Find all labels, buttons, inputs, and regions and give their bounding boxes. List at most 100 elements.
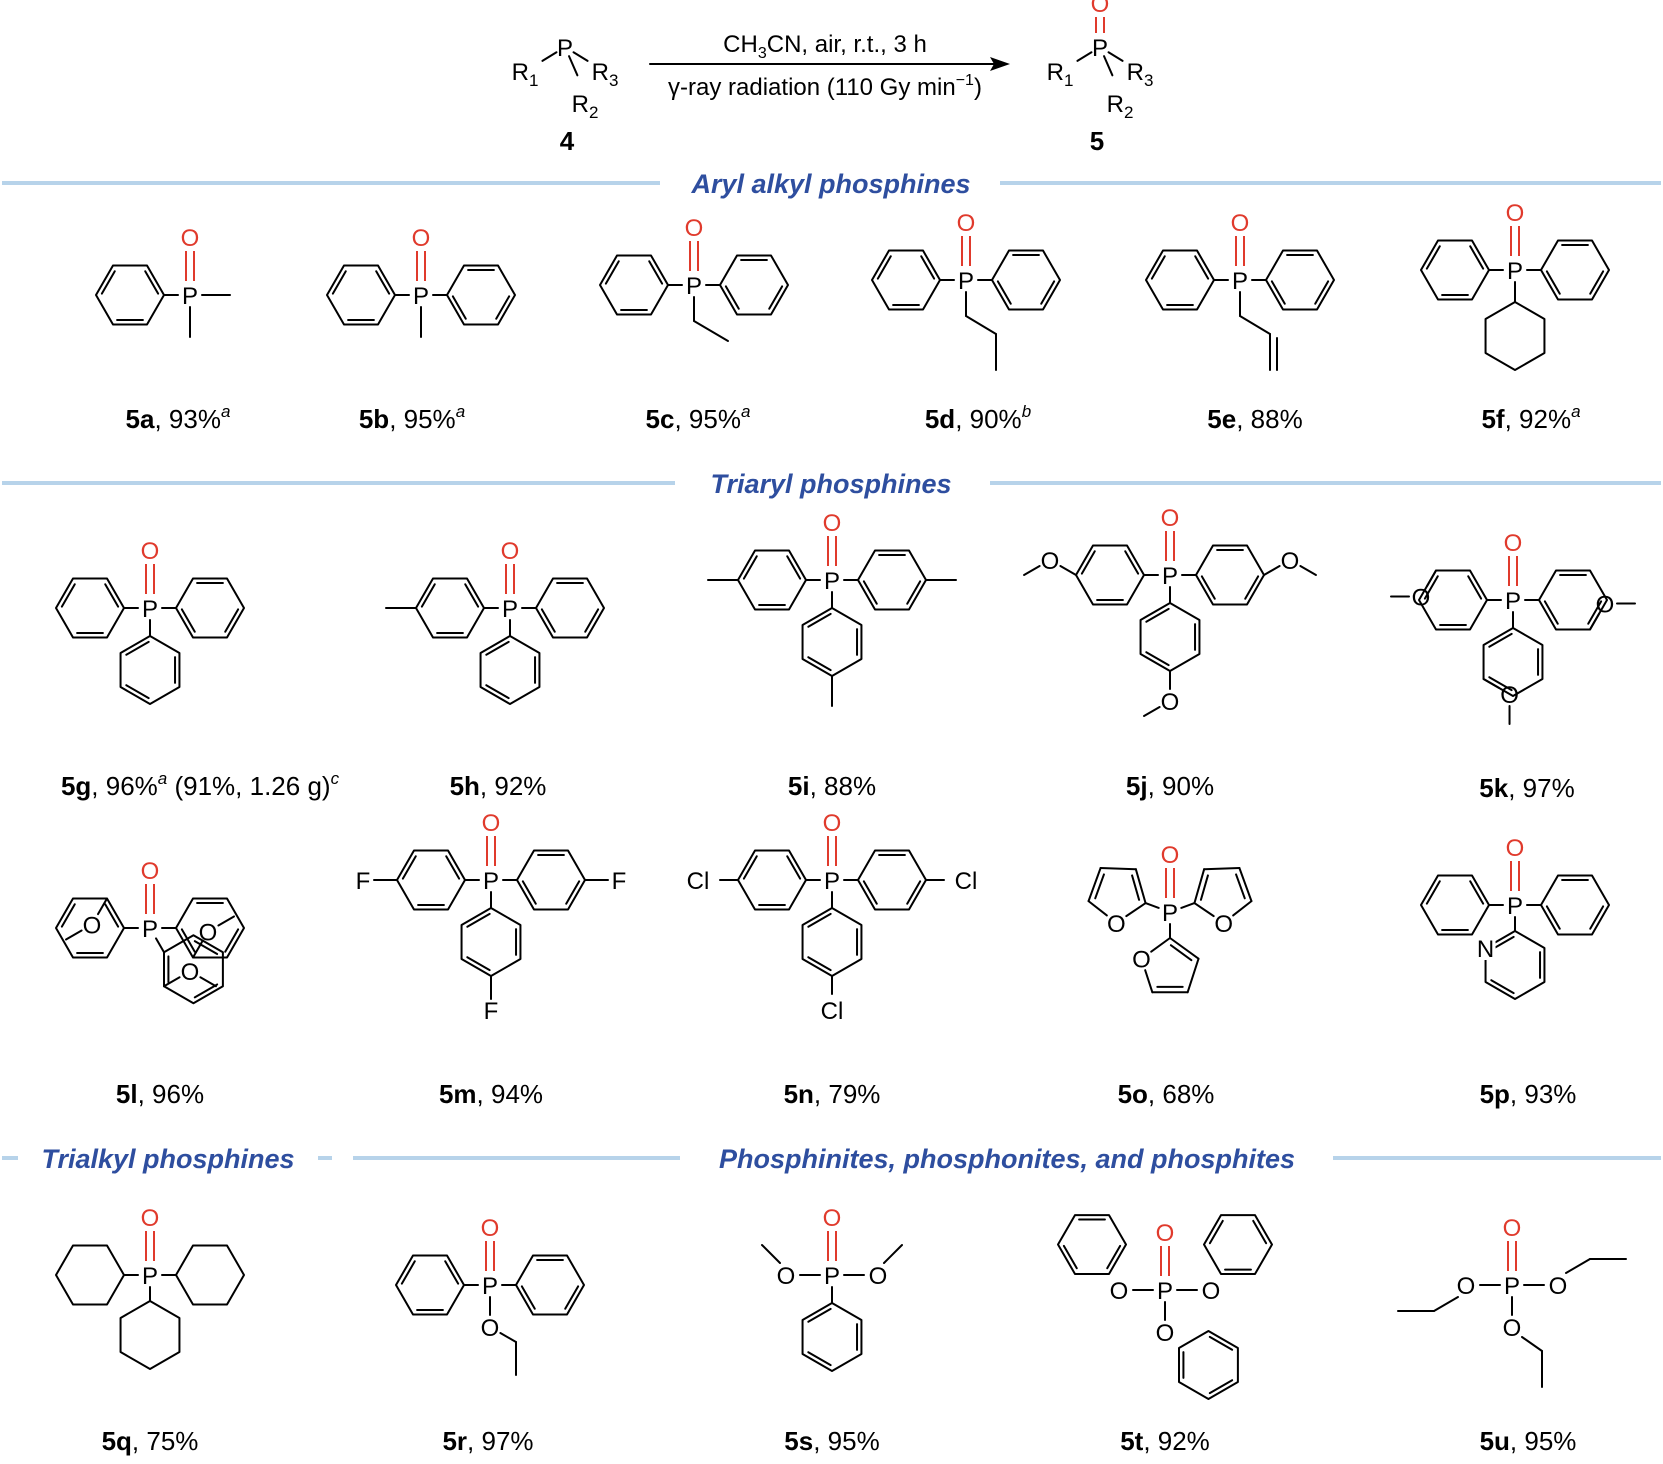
section-bottom-dividers: Trialkyl phosphines Phosphinites, phospho… bbox=[2, 1144, 1661, 1174]
compound-caption-5s: 5s, 95% bbox=[784, 1426, 879, 1456]
phosphorus-atom: P bbox=[142, 596, 158, 623]
structure-5i: PO bbox=[707, 510, 957, 707]
compound-caption-5n: 5n, 79% bbox=[784, 1079, 881, 1109]
compound-caption-5i: 5i, 88% bbox=[788, 771, 876, 801]
phosphorus-atom: P bbox=[1507, 258, 1523, 285]
oxygen-atom: O bbox=[823, 1205, 842, 1232]
compound-caption-5b: 5b, 95%a bbox=[359, 402, 465, 434]
section-title: Aryl alkyl phosphines bbox=[690, 169, 970, 199]
oxygen-atom: O bbox=[1506, 200, 1525, 227]
oxygen-atom: O bbox=[1504, 530, 1523, 557]
product-oxygen-atom: O bbox=[1091, 0, 1110, 18]
compound-caption-5o: 5o, 68% bbox=[1118, 1079, 1215, 1109]
r1-label: R1 bbox=[512, 59, 539, 90]
oxygen-atom: O bbox=[823, 810, 842, 837]
ring-oxygen-atom: O bbox=[1107, 911, 1126, 938]
oxygen-atom: O bbox=[957, 210, 976, 237]
compound-caption-5k: 5k, 97% bbox=[1479, 773, 1574, 803]
phosphorus-atom: P bbox=[1157, 1278, 1173, 1305]
ester-oxygen-atom: O bbox=[1110, 1278, 1129, 1305]
structure-5e: PO bbox=[1145, 210, 1335, 371]
oxygen-atom: O bbox=[482, 810, 501, 837]
oxygen-atom: O bbox=[501, 538, 520, 565]
compound-caption-5m: 5m, 94% bbox=[439, 1079, 543, 1109]
compound-caption-5t: 5t, 92% bbox=[1120, 1426, 1210, 1456]
compound-caption-5c: 5c, 95%a bbox=[646, 402, 751, 434]
ester-oxygen-atom: O bbox=[777, 1263, 796, 1290]
compound-caption-5j: 5j, 90% bbox=[1126, 771, 1214, 801]
methoxy-oxygen-atom: O bbox=[481, 1315, 500, 1342]
oxygen-atom: O bbox=[1231, 210, 1250, 237]
phosphorus-atom: P bbox=[1507, 893, 1523, 920]
chlorine-atom: Cl bbox=[687, 868, 710, 895]
nitrogen-atom: N bbox=[1477, 936, 1494, 963]
ester-oxygen-atom: O bbox=[869, 1263, 888, 1290]
structure-5c: PO bbox=[599, 215, 789, 342]
structure-5a: PO bbox=[95, 225, 231, 338]
oxygen-atom: O bbox=[481, 1215, 500, 1242]
fluorine-atom: F bbox=[356, 868, 371, 895]
structure-5d: PO bbox=[871, 210, 1061, 371]
oxygen-atom: O bbox=[1161, 505, 1180, 532]
compound-caption-5u: 5u, 95% bbox=[1480, 1426, 1577, 1456]
oxygen-atom: O bbox=[1506, 835, 1525, 862]
phosphorus-atom: P bbox=[182, 283, 198, 310]
compound-caption-5f: 5f, 92%a bbox=[1481, 402, 1580, 434]
structure-5p: P O N bbox=[1420, 835, 1610, 1000]
section-title: Triaryl phosphines bbox=[710, 469, 951, 499]
section-aryl-alkyl: Aryl alkyl phosphines bbox=[2, 169, 1661, 199]
structure-5f: PO bbox=[1420, 200, 1610, 371]
compound-caption-5g: 5g, 96%a (91%, 1.26 g)c bbox=[61, 769, 340, 801]
methoxy-oxygen-atom: O bbox=[1412, 585, 1431, 612]
oxygen-atom: O bbox=[1161, 842, 1180, 869]
structure-5h: PO bbox=[385, 538, 605, 705]
phosphorus-atom: P bbox=[824, 568, 840, 595]
fluorine-atom: F bbox=[484, 998, 499, 1025]
ester-oxygen-atom: O bbox=[1156, 1320, 1175, 1347]
compound-caption-5r: 5r, 97% bbox=[442, 1426, 533, 1456]
methoxy-oxygen-atom: O bbox=[1041, 548, 1060, 575]
methoxy-oxygen-atom: O bbox=[1281, 548, 1300, 575]
ring-oxygen-atom: O bbox=[1214, 911, 1233, 938]
ester-oxygen-atom: O bbox=[1503, 1315, 1522, 1342]
phosphorus-atom: P bbox=[142, 916, 158, 943]
r2-label: R2 bbox=[572, 91, 599, 122]
r2-label: R2 bbox=[1107, 91, 1134, 122]
section-triaryl: Triaryl phosphines bbox=[2, 469, 1661, 499]
phosphorus-atom: P bbox=[1504, 1273, 1520, 1300]
phosphorus-atom: P bbox=[686, 273, 702, 300]
section-title: Phosphinites, phosphonites, and phosphit… bbox=[719, 1144, 1295, 1174]
r1-label: R1 bbox=[1047, 59, 1074, 90]
methoxy-oxygen-atom: O bbox=[1500, 682, 1519, 709]
phosphorus-atom: P bbox=[413, 283, 429, 310]
structure-5q: PO bbox=[55, 1205, 245, 1370]
compound-caption-5h: 5h, 92% bbox=[450, 771, 547, 801]
r3-label: R3 bbox=[592, 59, 619, 90]
ester-oxygen-atom: O bbox=[1549, 1273, 1568, 1300]
phosphorus-atom: P bbox=[142, 1263, 158, 1290]
compound-caption-5q: 5q, 75% bbox=[102, 1426, 199, 1456]
oxygen-atom: O bbox=[141, 538, 160, 565]
chlorine-atom: Cl bbox=[821, 998, 844, 1025]
methoxy-oxygen-atom: O bbox=[181, 959, 200, 986]
methoxy-oxygen-atom: O bbox=[1596, 591, 1615, 618]
phosphorus-atom: P bbox=[482, 1273, 498, 1300]
condition-bottom: γ-ray radiation (110 Gy min−1) bbox=[668, 72, 982, 101]
structure-5r: POO bbox=[395, 1215, 585, 1376]
section-title: Trialkyl phosphines bbox=[41, 1144, 294, 1174]
oxygen-atom: O bbox=[141, 858, 160, 885]
oxygen-atom: O bbox=[1156, 1220, 1175, 1247]
methoxy-oxygen-atom: O bbox=[199, 919, 218, 946]
structure-5g: PO bbox=[55, 538, 245, 705]
compound-caption-5l: 5l, 96% bbox=[116, 1079, 204, 1109]
ester-oxygen-atom: O bbox=[1202, 1278, 1221, 1305]
